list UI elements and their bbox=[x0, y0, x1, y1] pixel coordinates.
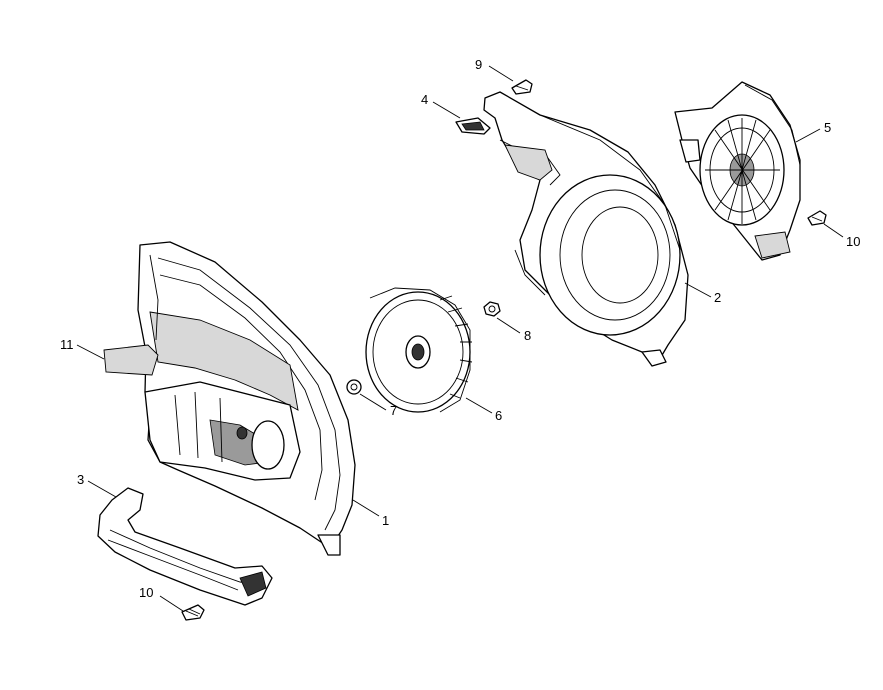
leader-10-lower bbox=[159, 595, 184, 612]
part-10-screw-upper bbox=[807, 210, 827, 226]
leader-2 bbox=[684, 282, 712, 298]
callout-11: 11 bbox=[60, 337, 74, 352]
leader-lines bbox=[76, 65, 844, 612]
part-8-nut bbox=[483, 301, 501, 317]
part-6-fan bbox=[365, 287, 473, 413]
leader-8 bbox=[496, 317, 521, 334]
leader-3 bbox=[87, 480, 117, 498]
callout-10-upper: 10 bbox=[846, 234, 860, 249]
callout-1: 1 bbox=[382, 513, 389, 528]
part-7-washer bbox=[346, 379, 362, 395]
leader-11 bbox=[76, 344, 105, 360]
part-1-left-housing bbox=[137, 241, 356, 556]
leader-4 bbox=[432, 101, 461, 119]
callout-7: 7 bbox=[390, 403, 397, 418]
leader-6 bbox=[465, 397, 493, 414]
part-3-handle bbox=[97, 487, 273, 606]
part-9-screw bbox=[511, 79, 533, 95]
part-10-screw-lower bbox=[181, 604, 205, 621]
part-11-label bbox=[103, 344, 159, 376]
leader-1 bbox=[352, 499, 380, 517]
callout-10-lower: 10 bbox=[139, 585, 153, 600]
callout-8: 8 bbox=[524, 328, 531, 343]
callout-6: 6 bbox=[495, 408, 502, 423]
leader-5 bbox=[795, 128, 821, 143]
part-5-starter-cover bbox=[674, 81, 801, 261]
leader-10-upper bbox=[823, 223, 844, 238]
callout-4: 4 bbox=[421, 92, 428, 107]
callout-9: 9 bbox=[475, 57, 482, 72]
part-2-right-housing bbox=[483, 91, 689, 367]
part-4-clip bbox=[455, 117, 491, 135]
leader-9 bbox=[488, 65, 514, 82]
callout-5: 5 bbox=[824, 120, 831, 135]
leader-7 bbox=[359, 393, 387, 411]
callout-3: 3 bbox=[77, 472, 84, 487]
callout-2: 2 bbox=[714, 290, 721, 305]
callout-labels: 1 2 3 4 5 6 7 8 9 10 10 11 bbox=[60, 57, 860, 600]
